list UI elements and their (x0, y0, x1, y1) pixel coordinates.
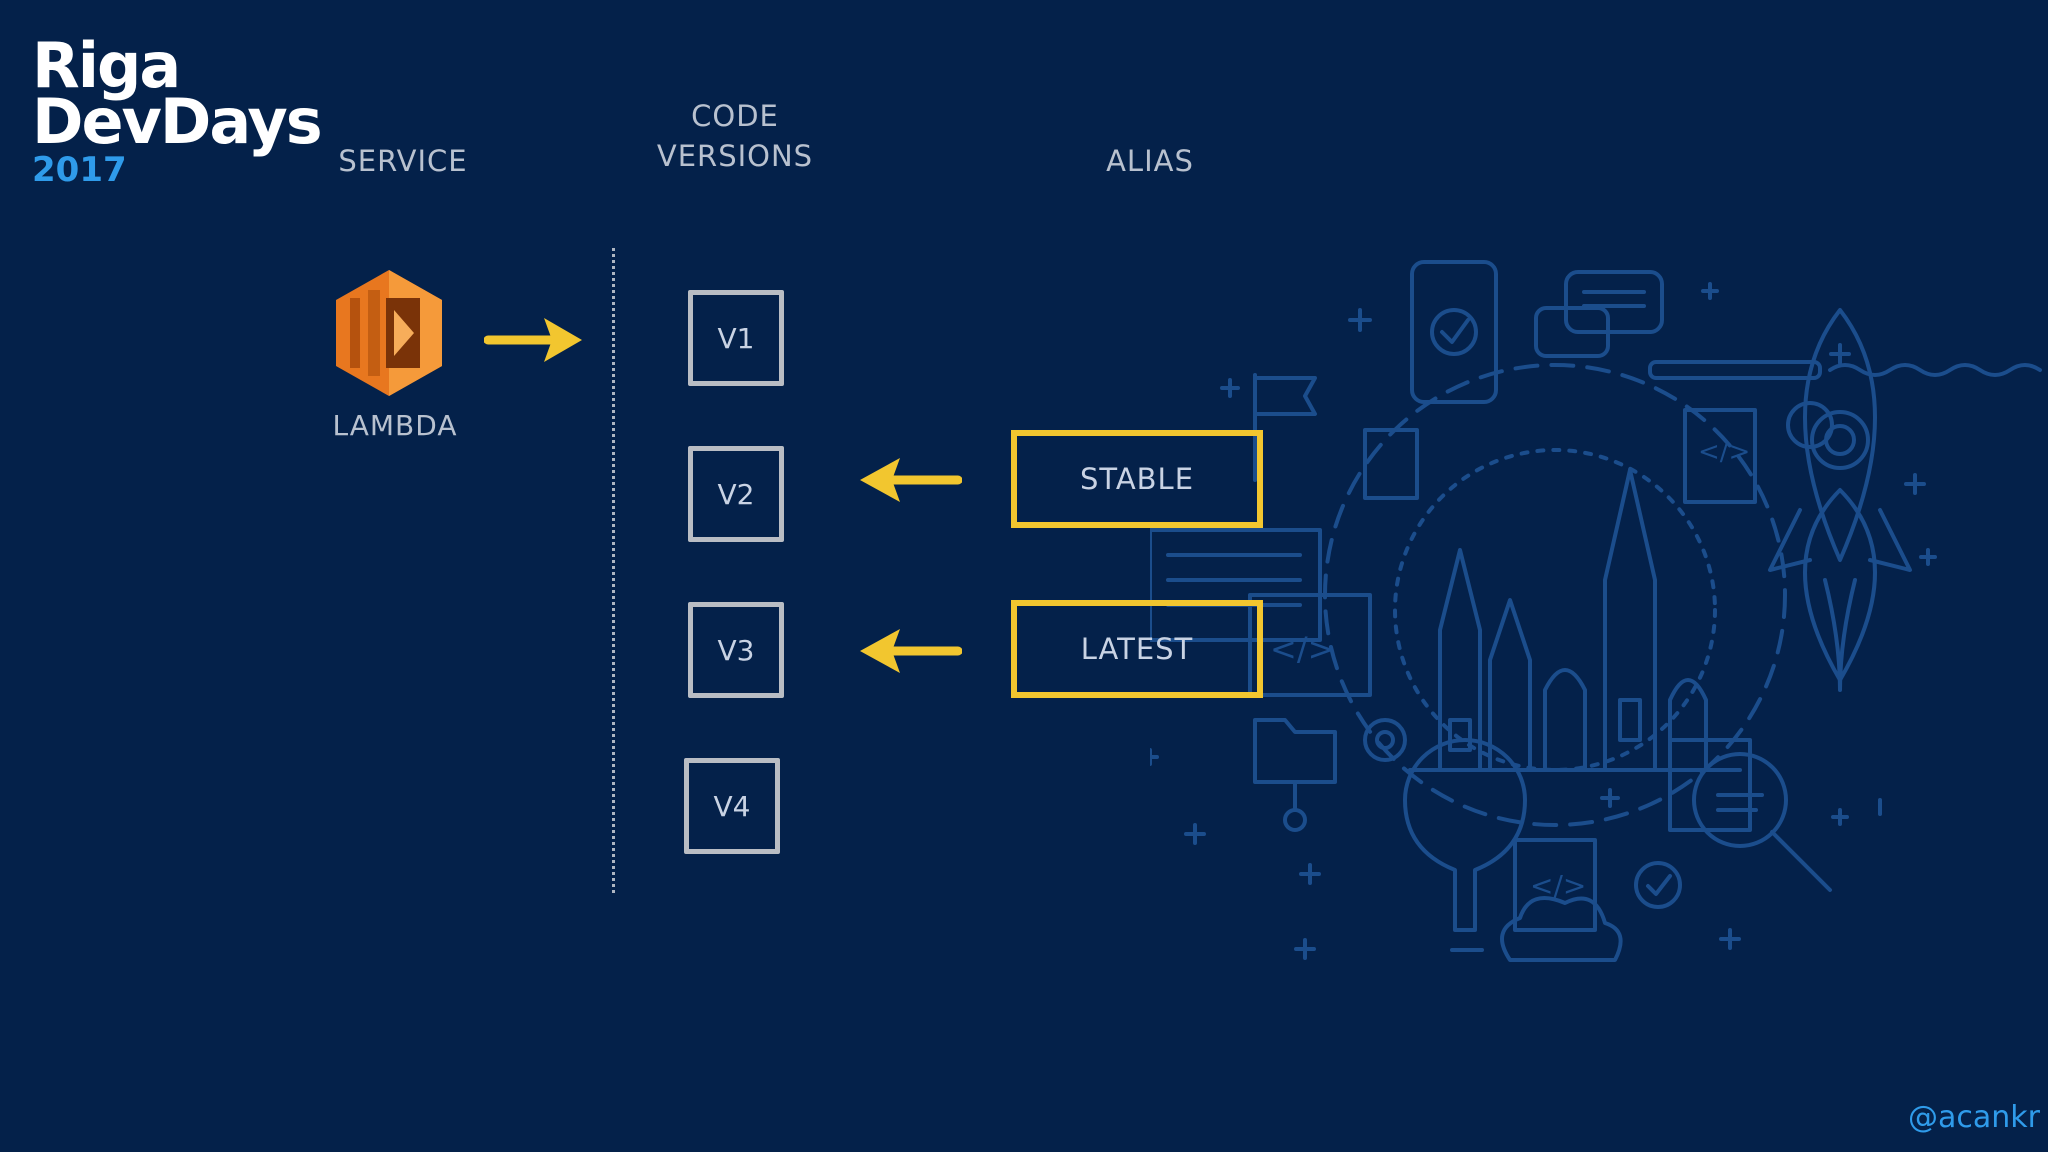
version-box-v4: V4 (684, 758, 780, 854)
text-doc-icon (1150, 528, 1322, 642)
chat-icon (1564, 270, 1664, 334)
dotted-divider (612, 248, 615, 893)
lightbulb-icon (1403, 738, 1527, 932)
cloud-icon (1500, 896, 1623, 962)
header-code-versions: CODE VERSIONS (656, 99, 814, 173)
magnifier-icon (1692, 752, 1788, 848)
code-doc-icon (1683, 408, 1757, 504)
svg-text:</>: </> (1698, 437, 1750, 467)
folder-icon (1253, 718, 1337, 784)
rocket-icon (1768, 308, 1912, 692)
arrow-left-icon-latest (860, 629, 962, 673)
lambda-label: LAMBDA (332, 409, 458, 442)
version-box-v1: V1 (688, 290, 784, 386)
check-circle-icon (1634, 861, 1682, 909)
pie-icon (1786, 401, 1834, 449)
arrow-left-icon-stable (860, 458, 962, 502)
header-service: SERVICE (338, 144, 468, 178)
version-box-v3: V3 (688, 602, 784, 698)
logo-line-1: Riga (32, 29, 181, 102)
header-alias: ALIAS (1106, 144, 1194, 178)
alias-box-stable: STABLE (1011, 430, 1263, 528)
alias-box-latest: LATEST (1011, 600, 1263, 698)
flag-icon (1253, 376, 1317, 416)
aws-lambda-icon (336, 270, 442, 396)
gear-icon (1363, 718, 1407, 762)
pencil-icon (1648, 360, 1822, 380)
background-illustration: </> </> (1150, 260, 2042, 962)
phone-icon (1410, 260, 1498, 404)
author-handle: @acankr (1908, 1100, 2040, 1135)
svg-text:</>: </> (1270, 630, 1334, 668)
logo-year: 2017 (32, 150, 127, 190)
arrow-right-icon (484, 318, 582, 362)
event-logo: Riga DevDays 2017 (32, 29, 323, 191)
logo-line-2: DevDays (32, 85, 323, 158)
version-box-v2: V2 (688, 446, 784, 542)
city-skyline-icon (1408, 468, 1742, 772)
